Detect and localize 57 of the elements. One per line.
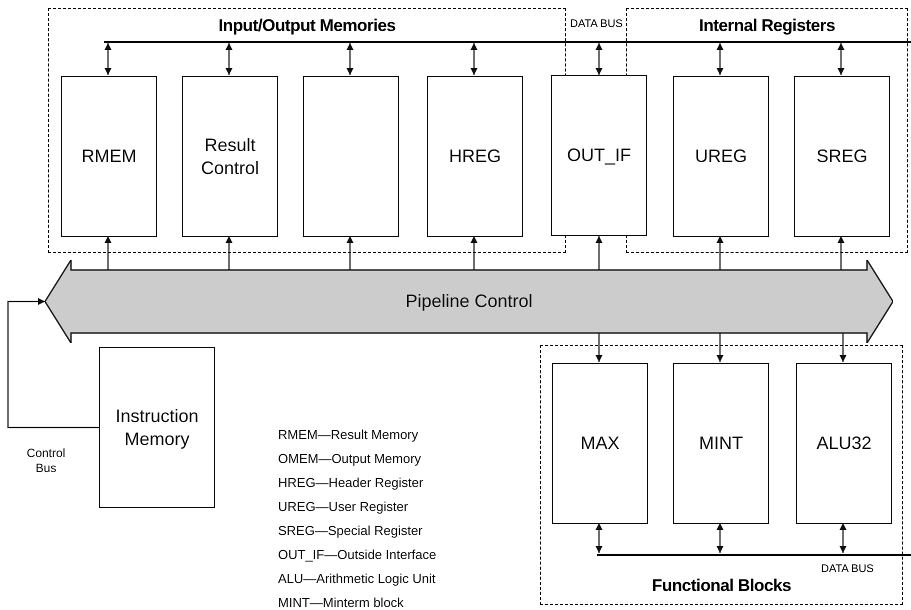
- arrow: [596, 333, 602, 362]
- abbreviation-note: OUT_IF—Outside Interface: [278, 546, 436, 564]
- block-label: MINT: [699, 432, 743, 455]
- arrow: [716, 333, 724, 362]
- group-title: Functional Blocks: [650, 577, 792, 594]
- block-box: [427, 76, 523, 237]
- dashed-group-frame: [48, 8, 566, 253]
- abbreviation-note: MINT—Minterm block: [278, 594, 405, 610]
- abbreviation-note: ALU—Arithmetic Logic Unit: [278, 570, 436, 588]
- group-title: Internal Registers: [698, 17, 836, 34]
- abbreviation-note: UREG—User Register: [278, 498, 410, 516]
- block-box: [182, 76, 278, 237]
- block-box: [552, 363, 648, 524]
- arrow: [226, 236, 232, 270]
- arrow: [596, 43, 602, 75]
- block-label: Instruction Memory: [114, 405, 200, 450]
- block-label: Result Control: [200, 134, 260, 179]
- block-label: RMEM: [82, 145, 136, 168]
- block-box: [673, 363, 769, 524]
- arrow: [7, 298, 99, 428]
- block-label: MAX: [580, 432, 620, 455]
- arrow: [840, 523, 846, 553]
- arrow: [716, 236, 724, 270]
- arrow: [346, 43, 354, 75]
- block-label: OUT_IF: [566, 144, 631, 167]
- arrow: [226, 43, 232, 75]
- block-box: [796, 363, 892, 524]
- bus-label: DATA BUS: [570, 19, 623, 30]
- block-box: [673, 76, 769, 237]
- abbreviation-note: OMEM—Output Memory: [278, 450, 422, 468]
- bus-label: DATA BUS: [821, 564, 874, 575]
- arrow: [716, 523, 724, 553]
- arrow: [104, 236, 112, 270]
- block-box: [551, 75, 647, 236]
- group-title: Input/Output Memories: [217, 17, 397, 34]
- block-label: HREG: [448, 145, 501, 168]
- arrow: [596, 523, 602, 553]
- block-box: [61, 76, 157, 237]
- arrow: [840, 333, 846, 362]
- band-label: Pipeline Control: [405, 290, 533, 313]
- block-label: SREG: [816, 145, 868, 168]
- abbreviation-note: HREG—Header Register: [278, 474, 424, 492]
- block-label: UREG: [694, 145, 747, 168]
- arrow: [596, 236, 602, 270]
- arrow: [470, 236, 478, 270]
- arrow: [470, 43, 478, 75]
- block-box: [303, 76, 399, 237]
- arrow: [716, 43, 724, 75]
- block-box: [99, 347, 215, 508]
- block-label: ALU32: [816, 432, 872, 455]
- arrow: [838, 236, 844, 270]
- arrow: [346, 236, 354, 270]
- block-box: [794, 76, 890, 237]
- arrow: [104, 43, 112, 75]
- arrow: [838, 43, 844, 75]
- abbreviation-note: SREG—Special Register: [278, 522, 424, 540]
- abbreviation-note: RMEM—Result Memory: [278, 426, 420, 444]
